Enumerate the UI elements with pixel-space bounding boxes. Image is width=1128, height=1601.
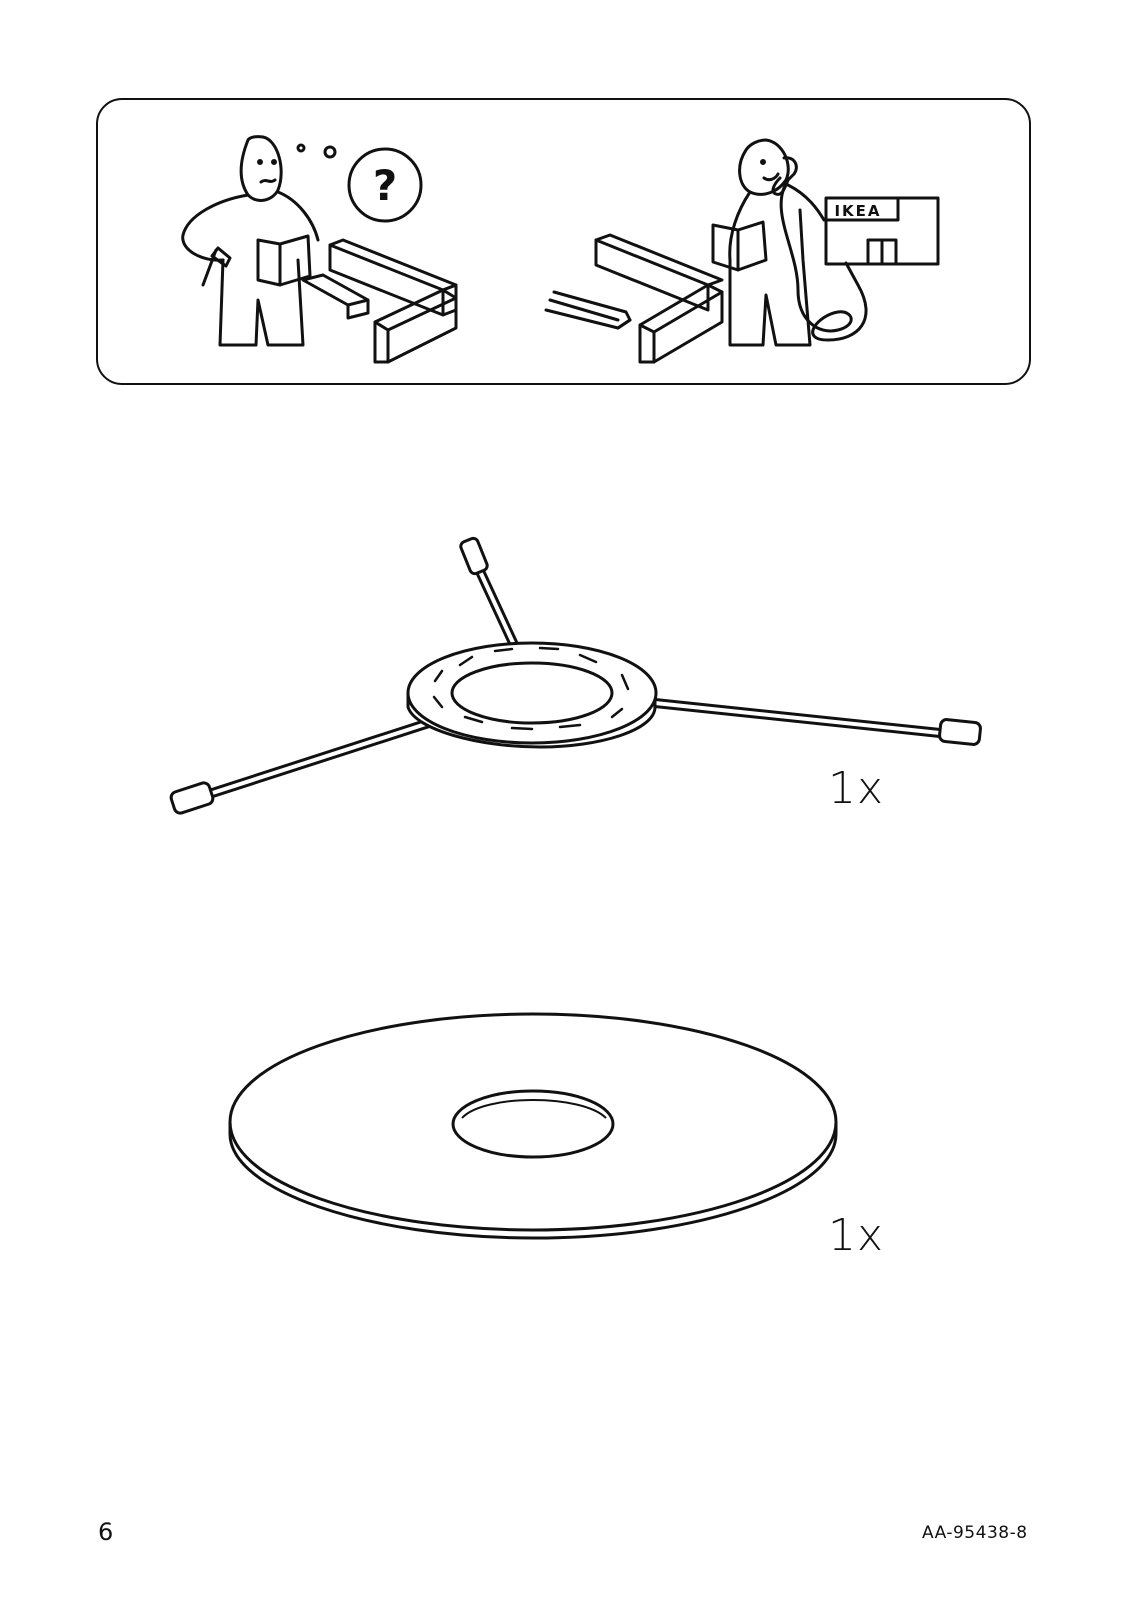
document-code: AA-95438-8	[922, 1523, 1028, 1543]
store-sign: IKEA	[834, 202, 881, 220]
part-flat-disc-illustration	[222, 1010, 842, 1245]
question-mark: ?	[373, 161, 397, 210]
calling-store-person-illustration: IKEA	[546, 140, 938, 362]
part-2-quantity: 1x	[828, 1210, 884, 1261]
part-1-quantity: 1x	[828, 763, 884, 814]
help-panel: ?	[96, 98, 1031, 385]
confused-person-illustration: ?	[183, 137, 456, 362]
page-number: 6	[98, 1518, 113, 1546]
